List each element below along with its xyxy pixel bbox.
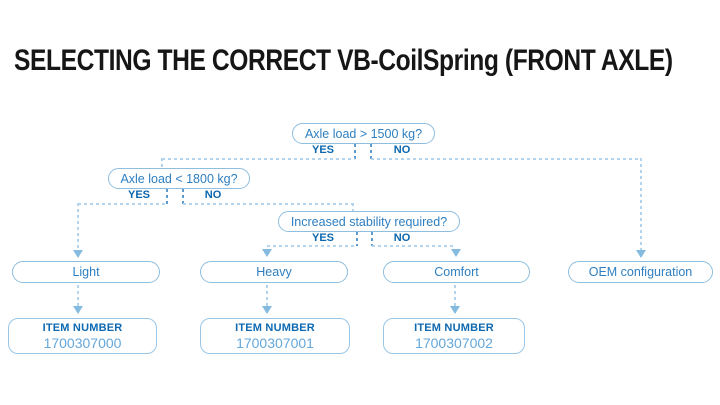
- decision1-yes-label: YES: [311, 144, 334, 156]
- connector-d1-yes-stub: [354, 144, 356, 159]
- item-number-value: 1700307002: [415, 334, 493, 351]
- outcome-comfort: Comfort: [383, 261, 530, 283]
- outcome-light: Light: [12, 261, 160, 283]
- outcome-comfort-label: Comfort: [434, 265, 479, 279]
- arrow-down-icon: [73, 250, 83, 258]
- connector-d2-no-line: [183, 203, 353, 205]
- decision-increased-stability: Increased stability required?: [278, 211, 460, 232]
- decision-axle-load-1500-label: Axle load > 1500 kg?: [304, 126, 423, 141]
- item-number-value: 1700307000: [43, 334, 122, 351]
- item-number-heading: ITEM NUMBER: [235, 321, 315, 334]
- connector-d1-yes-line: [162, 158, 355, 160]
- item-number-heading: ITEM NUMBER: [414, 321, 494, 334]
- outcome-heavy: Heavy: [200, 261, 348, 283]
- decision2-yes-label: YES: [127, 189, 150, 201]
- outcome-light-label: Light: [72, 265, 100, 279]
- arrow-down-icon: [262, 249, 272, 257]
- decision3-no-label: NO: [393, 232, 411, 244]
- connector-comfort-drop: [454, 285, 456, 306]
- connector-d3-no-line: [372, 245, 456, 247]
- item-number-box-light: ITEM NUMBER 1700307000: [8, 318, 157, 354]
- decision-axle-load-1800-label: Axle load < 1800 kg?: [120, 171, 238, 186]
- arrow-down-icon: [636, 250, 646, 258]
- arrow-down-icon: [450, 306, 460, 314]
- decision3-yes-label: YES: [311, 232, 334, 244]
- connector-d2-no-drop: [352, 203, 354, 212]
- outcome-heavy-label: Heavy: [256, 265, 292, 279]
- connector-d1-no-line: [371, 158, 641, 160]
- connector-d3-yes-stub: [356, 232, 358, 246]
- connector-light-drop: [77, 285, 79, 306]
- page-title: SELECTING THE CORRECT VB-CoilSpring (FRO…: [14, 44, 673, 77]
- connector-d3-no-stub: [371, 232, 373, 246]
- decision1-no-label: NO: [393, 144, 411, 156]
- item-number-box-comfort: ITEM NUMBER 1700307002: [383, 318, 525, 354]
- outcome-oem-configuration: OEM configuration: [568, 261, 713, 283]
- connector-d3-yes-line: [267, 245, 357, 247]
- connector-d1-no-stub: [370, 144, 372, 159]
- connector-heavy-drop: [266, 285, 268, 306]
- arrow-down-icon: [73, 306, 83, 314]
- decision-axle-load-1800: Axle load < 1800 kg?: [108, 168, 250, 189]
- decision-axle-load-1500: Axle load > 1500 kg?: [292, 123, 435, 144]
- arrow-down-icon: [451, 249, 461, 257]
- item-number-box-heavy: ITEM NUMBER 1700307001: [200, 318, 350, 354]
- arrow-down-icon: [262, 306, 272, 314]
- decision-increased-stability-label: Increased stability required?: [290, 214, 448, 229]
- decision2-no-label: NO: [204, 189, 222, 201]
- connector-d2-yes-line: [78, 203, 167, 205]
- outcome-oem-configuration-label: OEM configuration: [588, 265, 693, 279]
- connector-d2-yes-stub: [166, 189, 168, 204]
- connector-d1-yes-drop: [161, 158, 163, 169]
- connector-d1-no-drop: [640, 158, 642, 250]
- item-number-heading: ITEM NUMBER: [42, 321, 123, 334]
- connector-d2-yes-drop: [77, 203, 79, 250]
- item-number-value: 1700307001: [236, 334, 314, 351]
- connector-d2-no-stub: [182, 189, 184, 204]
